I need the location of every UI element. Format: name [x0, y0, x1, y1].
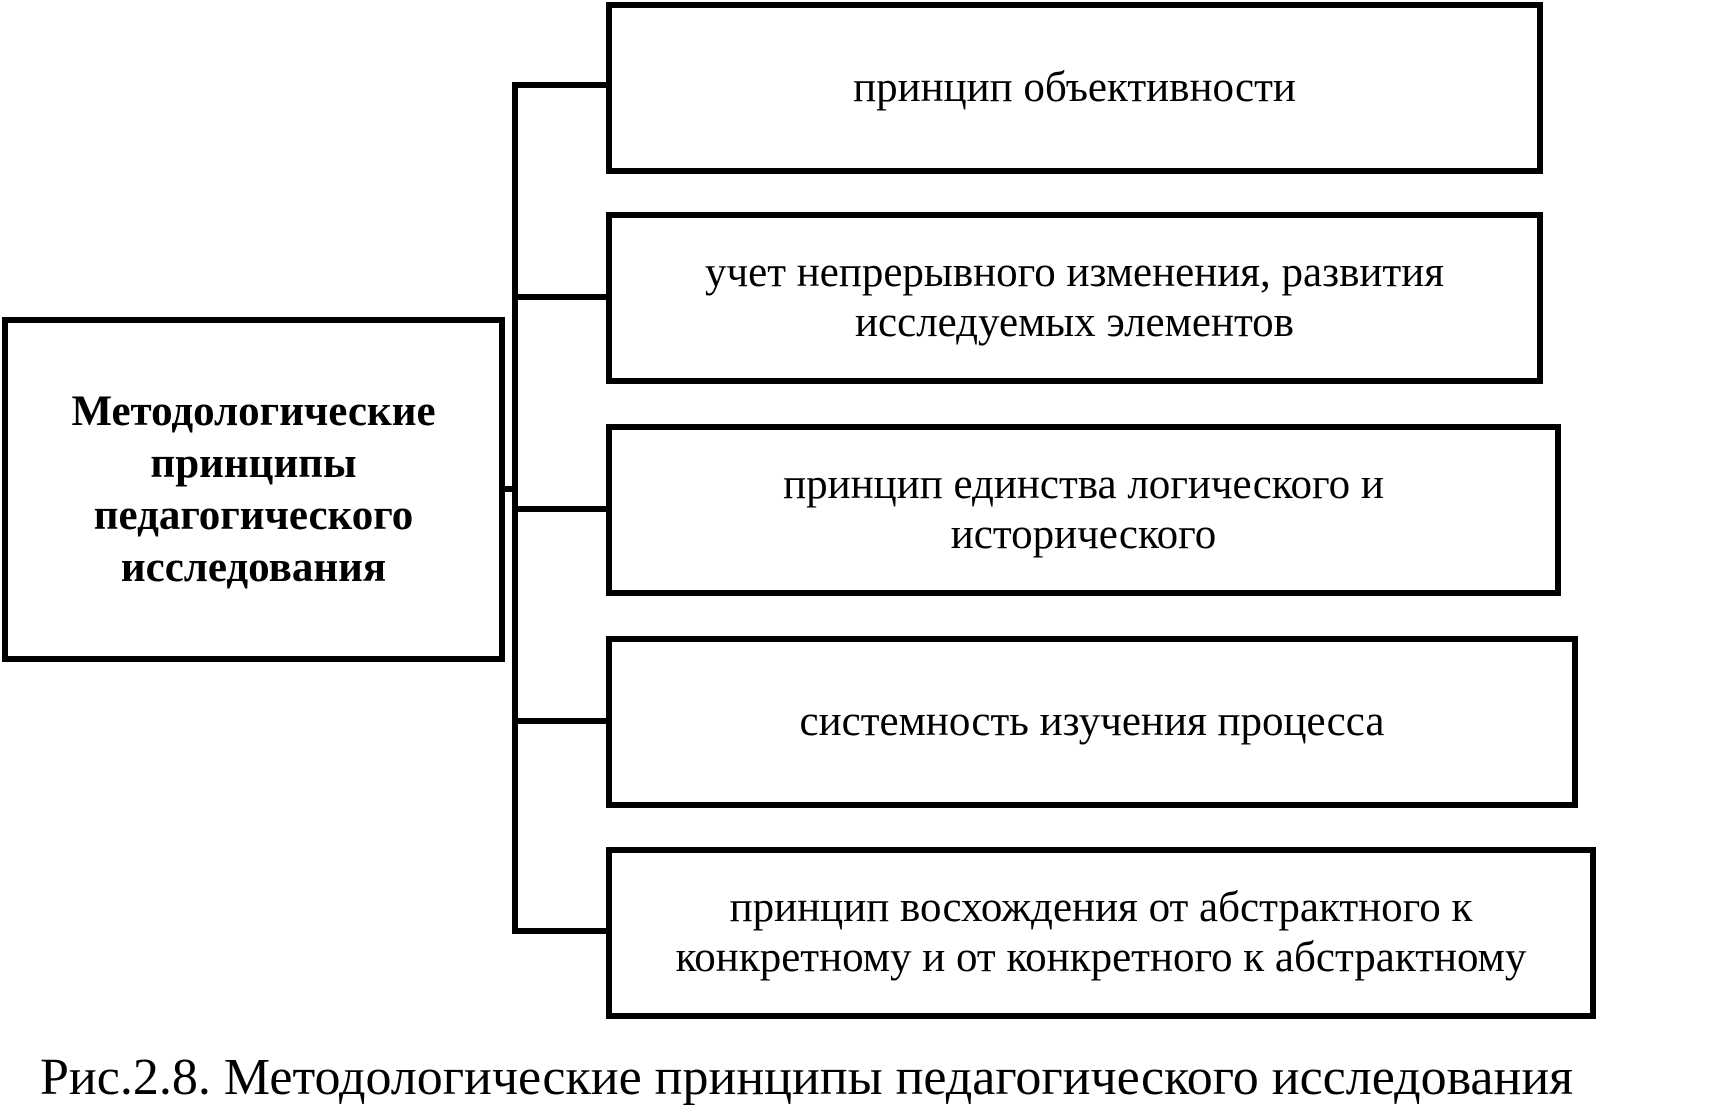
principle-label: учет непрерывного изменения, развития ис…	[695, 248, 1454, 348]
principle-box-objectivity: принцип объективности	[606, 2, 1543, 174]
principle-line: конкретному и от конкретного к абстрактн…	[675, 934, 1527, 981]
principle-line: учет непрерывного изменения, развития	[704, 249, 1445, 296]
connector-branch	[512, 718, 608, 724]
principle-box-systemic-study: системность изучения процесса	[606, 636, 1578, 808]
connector-branch	[512, 294, 608, 300]
principle-line: принцип объективности	[853, 64, 1296, 111]
main-concept-line: принципы	[150, 439, 357, 487]
principle-label: принцип объективности	[843, 63, 1306, 113]
principle-line: исследуемых элементов	[855, 299, 1294, 346]
principle-line: принцип восхождения от абстрактного к	[729, 884, 1473, 931]
main-concept-line: исследования	[120, 543, 387, 591]
connector-branch	[512, 506, 608, 512]
main-concept-line: педагогического	[93, 491, 414, 539]
principle-line: системность изучения процесса	[799, 698, 1385, 745]
connector-branch	[512, 82, 608, 88]
main-concept-box: Методологические принципы педагогическог…	[2, 317, 505, 662]
main-concept-line: Методологические	[71, 387, 436, 435]
main-concept-label: Методологические принципы педагогическог…	[8, 386, 499, 594]
connector-branch	[512, 928, 608, 934]
principle-line: исторического	[950, 511, 1217, 558]
principle-box-continuous-change: учет непрерывного изменения, развития ис…	[606, 212, 1543, 384]
principle-label: системность изучения процесса	[790, 697, 1395, 747]
principle-label: принцип единства логического и историчес…	[773, 460, 1394, 560]
principle-label: принцип восхождения от абстрактного к ко…	[666, 883, 1537, 983]
principle-box-logical-historical: принцип единства логического и историчес…	[606, 424, 1561, 596]
connector-stub	[505, 486, 515, 492]
figure-caption: Рис.2.8. Методологические принципы педаг…	[40, 1049, 1574, 1106]
principle-line: принцип единства логического и	[783, 461, 1384, 508]
principle-box-abstract-concrete: принцип восхождения от абстрактного к ко…	[606, 847, 1596, 1019]
